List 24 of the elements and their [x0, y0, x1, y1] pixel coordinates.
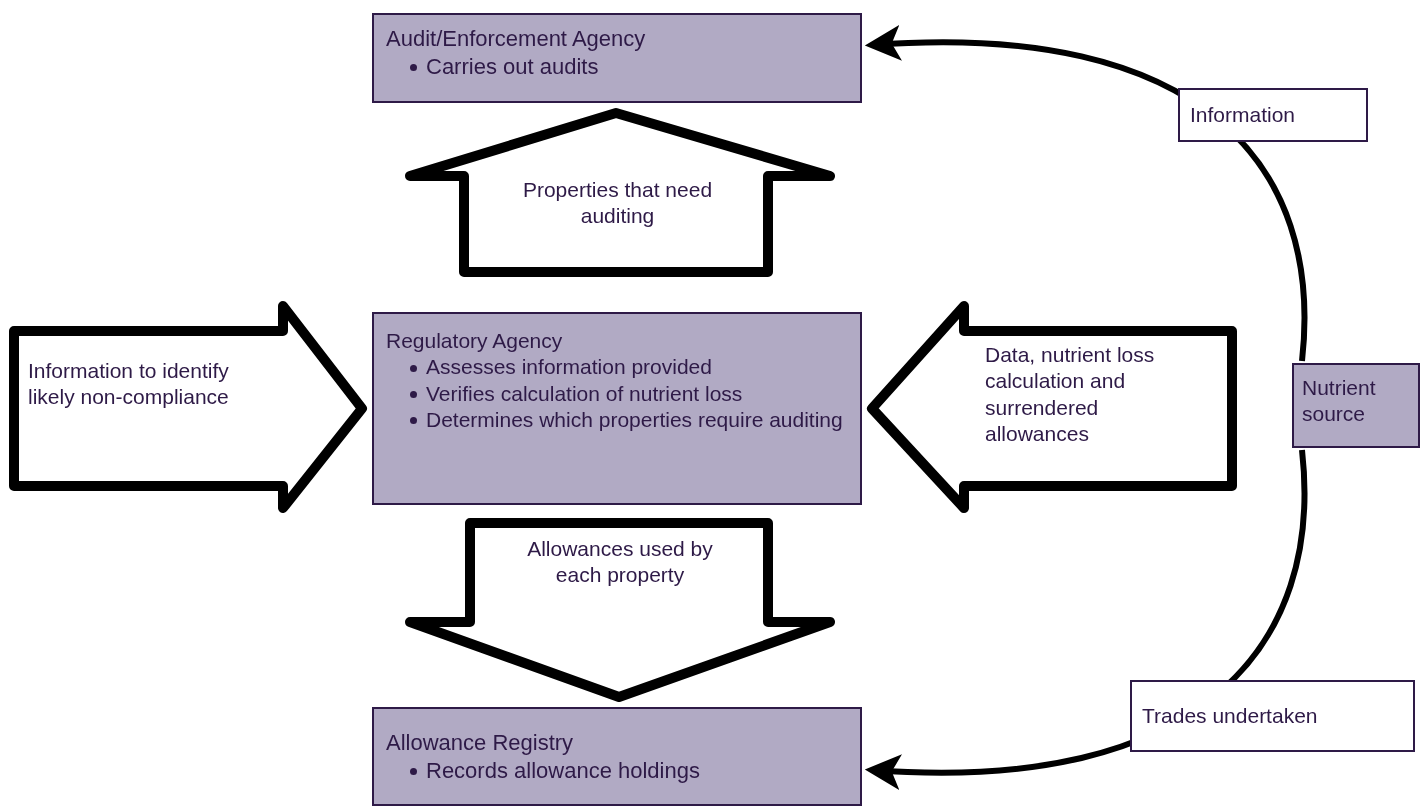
- edge-label: Data, nutrient loss calculation and surrendered allowances: [985, 342, 1156, 447]
- agency-box: [372, 312, 862, 505]
- edge-label: Properties that need auditing: [521, 177, 714, 230]
- edge-label: Information: [1178, 88, 1368, 142]
- bullet-text: Records allowance holdings: [426, 757, 700, 783]
- edge-label: Trades undertaken: [1130, 680, 1415, 752]
- block-arrow: [405, 108, 835, 277]
- source-box: [1292, 363, 1420, 448]
- box-heading: Regulatory Agency: [386, 328, 564, 354]
- bullet-text: Verifies calculation of nutrient loss: [426, 381, 743, 405]
- bullet-text: Assesses information provided: [426, 355, 712, 379]
- block-arrow: [867, 301, 1237, 513]
- block-arrow: [405, 518, 835, 702]
- block-arrow: [9, 301, 367, 513]
- box-heading: Allowance Registry: [386, 729, 575, 757]
- edge-label: Allowances used by each property: [526, 536, 714, 589]
- edge-label: Information to identify likely non-compliance: [28, 358, 230, 411]
- bullet-text: Carries out audits: [426, 53, 599, 79]
- curved-arrow: [864, 26, 1308, 362]
- box-heading: Audit/Enforcement Agency: [386, 25, 647, 53]
- agency-box: [372, 13, 862, 103]
- agency-box: [372, 707, 862, 806]
- bullet-text: Determines which properties require auditing: [426, 407, 843, 431]
- box-heading: Nutrient source: [1302, 375, 1377, 428]
